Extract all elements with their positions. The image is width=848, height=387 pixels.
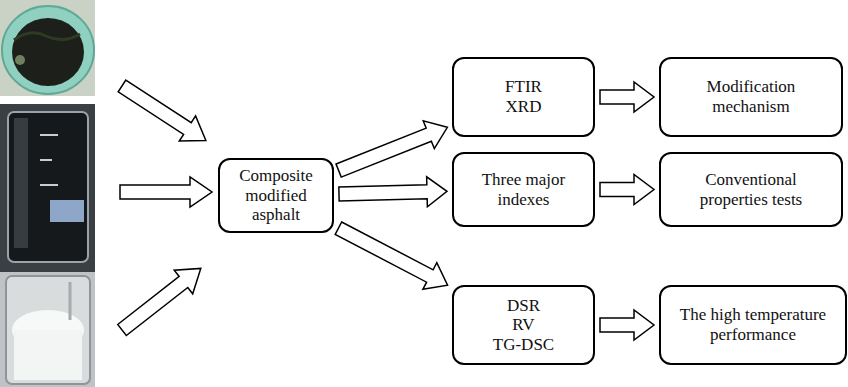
process-box: Three major indexes	[452, 152, 595, 227]
hollow-arrows	[113, 73, 214, 341]
hollow-arrow-connector	[600, 175, 654, 205]
dark-beaker-photo	[0, 104, 95, 272]
process-box: Conventional properties tests	[659, 152, 843, 227]
box-label: Composite modified asphalt	[228, 166, 324, 225]
box-label: Three major indexes	[469, 170, 579, 209]
box-label: The high temperature performance	[669, 305, 837, 344]
box-label: Modification mechanism	[691, 77, 811, 116]
asphalt-bowl-photo	[0, 0, 95, 96]
box-label: Conventional properties tests	[686, 170, 816, 209]
box-label: FTIR XRD	[505, 77, 542, 116]
white-powder-beaker-photo	[0, 272, 95, 387]
box-label: DSR RV TG-DSC	[493, 296, 554, 355]
process-box: FTIR XRD	[452, 57, 595, 137]
hollow-arrow	[120, 177, 212, 207]
hollow-arrow	[113, 257, 210, 342]
hollow-arrow-connector	[331, 215, 454, 299]
hollow-arrow-connector	[600, 310, 654, 340]
hollow-arrow-connector	[600, 82, 654, 112]
process-box: The high temperature performance	[659, 285, 847, 365]
hollow-arrow	[114, 73, 214, 153]
process-box: Modification mechanism	[659, 57, 843, 137]
process-box: DSR RV TG-DSC	[452, 285, 595, 365]
hollow-arrow-connector	[339, 176, 448, 209]
hollow-arrow-connector	[333, 113, 453, 184]
process-box: Composite modified asphalt	[218, 158, 334, 233]
